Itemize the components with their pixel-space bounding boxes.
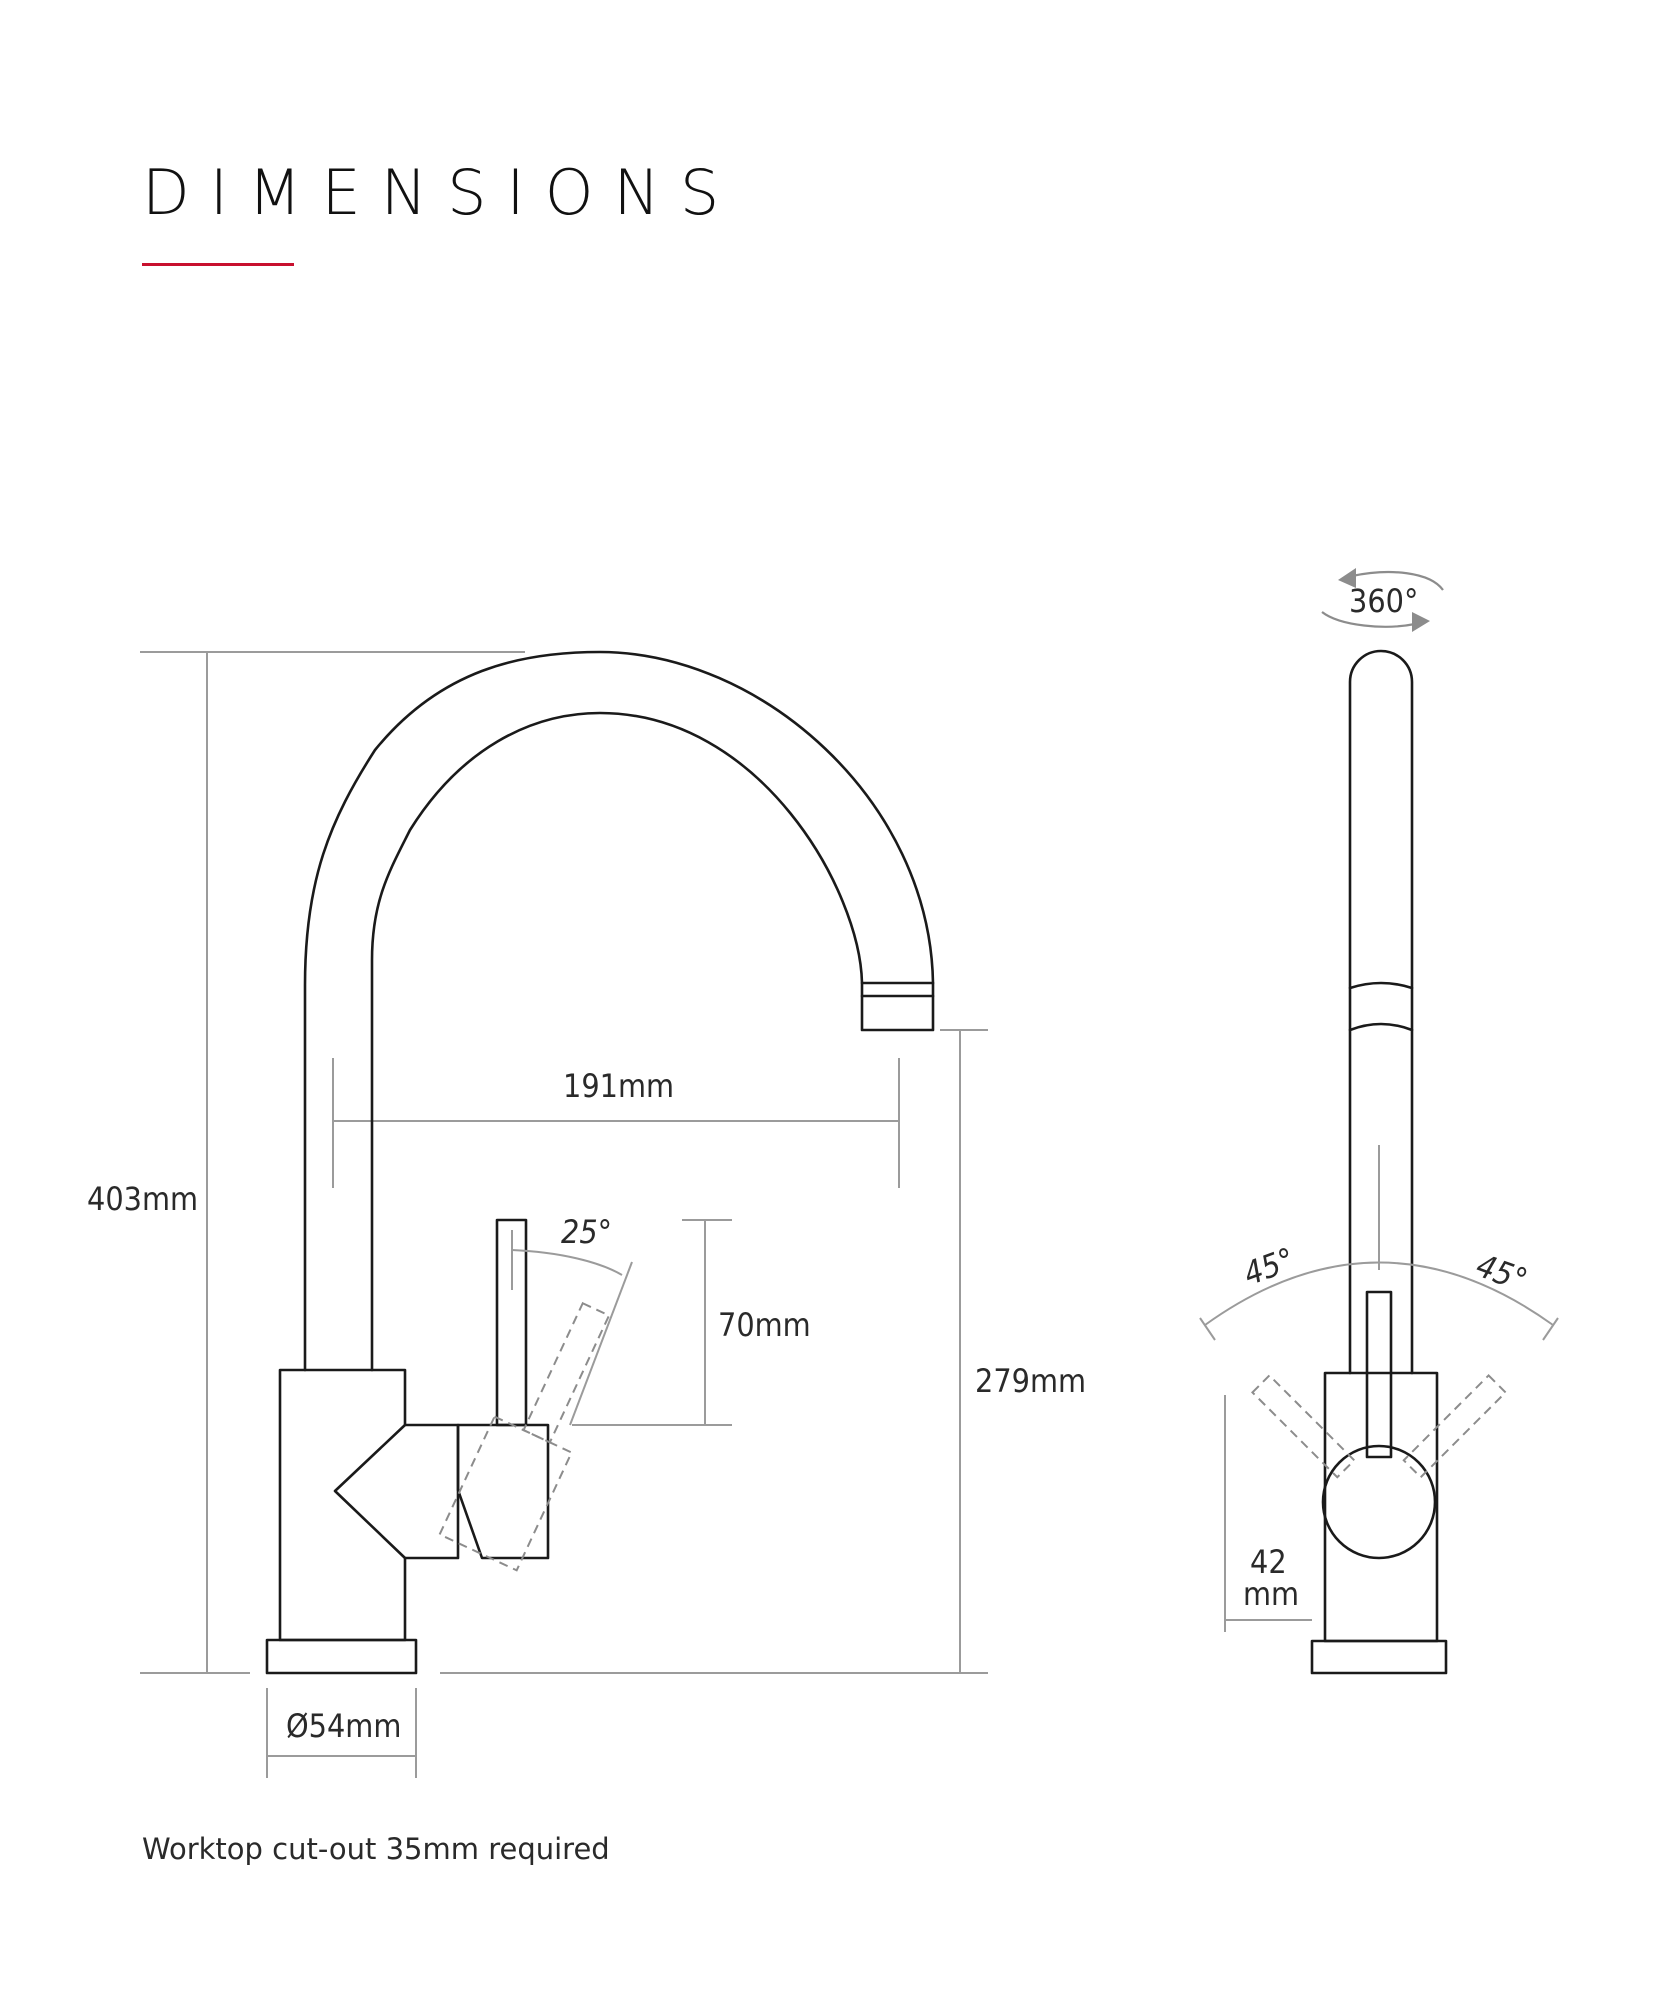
tap-body (278, 1368, 460, 1642)
front-lever (1365, 1290, 1393, 1459)
side-view: 403mm 279mm 191mm 70mm Ø54mm (87, 650, 1086, 1778)
front-spout-band-bottom (1348, 1022, 1414, 1032)
rotation-arrow-right-icon (1412, 612, 1430, 632)
lever-alternate-position (438, 1301, 611, 1572)
rotation-label: 360° (1349, 582, 1418, 620)
base-width-label-line2: mm (1243, 1575, 1299, 1613)
base-width-label-line1: 42 (1250, 1543, 1287, 1581)
reach-label: 191mm (563, 1067, 674, 1105)
front-angle-arc (1204, 1261, 1554, 1326)
footnote: Worktop cut-out 35mm required (142, 1832, 610, 1866)
spout-height-dimension: 279mm (440, 1029, 1086, 1674)
lever-height-label: 70mm (718, 1306, 811, 1344)
lever-height-dimension: 70mm (572, 1219, 811, 1426)
lever-angle-arc (511, 1249, 623, 1276)
lever-angle-label: 25° (561, 1213, 612, 1251)
tap-front-outline: 45° 45° (1199, 649, 1559, 1675)
front-base-width-dimension: 42 mm (1224, 1395, 1312, 1632)
front-body (1323, 1371, 1439, 1643)
base-diameter-label: Ø54mm (286, 1707, 401, 1745)
base-diameter-dimension: Ø54mm (266, 1688, 417, 1778)
front-lever-alternate-left (1251, 1374, 1356, 1479)
spout-outer (303, 650, 935, 1372)
spout-nozzle (860, 981, 935, 1032)
front-lever-hub (1321, 1444, 1437, 1560)
height-dimension: 403mm (87, 651, 525, 1674)
reach-dimension: 191mm (332, 1058, 900, 1188)
rotation-arrow-left-icon (1338, 568, 1356, 588)
front-spout-band-top (1348, 981, 1414, 990)
title-underline (142, 263, 294, 266)
front-lever-alternate-right (1402, 1374, 1507, 1479)
base-plate (265, 1638, 418, 1675)
body-wedge (333, 1423, 407, 1560)
left-angle-label: 45° (1239, 1240, 1300, 1293)
page-title: DIMENSIONS (142, 156, 740, 229)
height-label: 403mm (87, 1180, 198, 1218)
front-base-plate (1310, 1639, 1448, 1675)
front-view: 360° 45° (1199, 568, 1559, 1675)
right-angle-label: 45° (1471, 1246, 1532, 1299)
front-spout (1348, 649, 1414, 1375)
lever-block (456, 1423, 550, 1560)
rotation-indicator: 360° (1321, 568, 1444, 632)
tap-side-outline: 25° (265, 650, 935, 1675)
spout-height-label: 279mm (975, 1362, 1086, 1400)
spout-inner (370, 711, 864, 1372)
